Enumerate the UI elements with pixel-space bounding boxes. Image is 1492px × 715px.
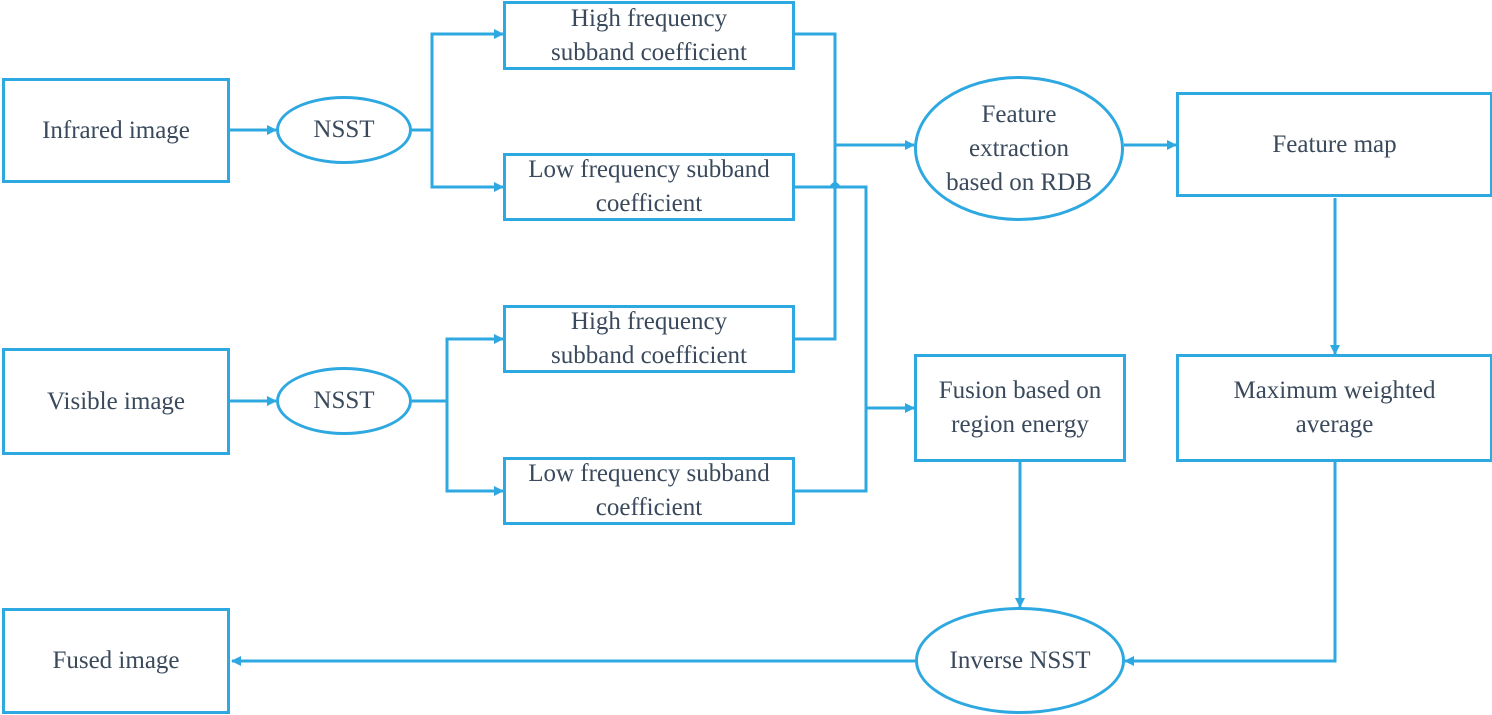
high-frequency-bottom-box: High frequency subband coefficient (503, 305, 795, 373)
feature-extraction-ellipse: Feature extraction based on RDB (914, 76, 1124, 221)
feature-map-box: Feature map (1176, 92, 1492, 197)
low-frequency-top-box: Low frequency subband coefficient (503, 153, 795, 221)
fused-image-label: Fused image (52, 647, 180, 674)
arrow-to-lf-bottom (445, 401, 504, 496)
arrow-hf-top-to-feature (795, 32, 915, 150)
line-lf-top-to-fusion (795, 185, 868, 408)
low-frequency-bottom-box: Low frequency subband coefficient (503, 457, 795, 525)
inverse-nsst-label: Inverse NSST (949, 646, 1091, 674)
line-lf-bottom-to-fusion (795, 408, 868, 493)
high-frequency-bottom-label: High frequency subband coefficient (551, 308, 747, 369)
low-frequency-bottom-label: Low frequency subband coefficient (528, 460, 770, 521)
high-frequency-top-label: High frequency subband coefficient (551, 4, 747, 66)
feature-extraction-label: Feature extraction based on RDB (946, 100, 1092, 196)
inverse-nsst-ellipse: Inverse NSST (915, 607, 1125, 714)
maximum-weighted-average-label: Maximum weighted average (1233, 377, 1436, 438)
feature-map-label: Feature map (1272, 130, 1397, 158)
high-frequency-top-box: High frequency subband coefficient (503, 1, 795, 70)
visible-image-label: Visible image (46, 387, 186, 415)
arrow-to-hf-top (430, 29, 504, 130)
maximum-weighted-average-box: Maximum weighted average (1176, 354, 1492, 462)
arrow-weighted-to-inverse (1124, 461, 1337, 666)
visible-image-box: Visible image (2, 348, 230, 455)
nsst-top-label: NSST (313, 116, 375, 143)
line-hf-bottom-to-feature (795, 145, 842, 341)
arrow-to-lf-top (430, 130, 504, 192)
infrared-image-box: Infrared image (2, 78, 230, 183)
fusion-region-energy-box: Fusion based on region energy (914, 354, 1126, 462)
nsst-bottom-ellipse: NSST (276, 367, 412, 435)
low-frequency-top-label: Low frequency subband coefficient (528, 156, 770, 217)
infrared-image-label: Infrared image (42, 116, 190, 144)
fused-image-box: Fused image (2, 608, 230, 714)
arrow-to-hf-bottom (445, 334, 504, 401)
fusion-region-energy-label: Fusion based on region energy (938, 377, 1102, 438)
nsst-bottom-label: NSST (313, 387, 375, 414)
nsst-top-ellipse: NSST (276, 96, 412, 164)
